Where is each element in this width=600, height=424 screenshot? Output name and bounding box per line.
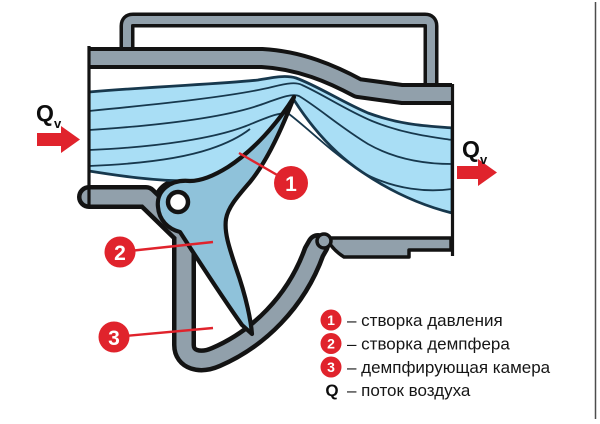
- legend-label-1: – створка давления: [347, 311, 503, 330]
- outlet-arrow-icon: [457, 159, 497, 186]
- legend-marker-2: 2: [327, 336, 335, 352]
- legend-item-q: Q – поток воздуха: [325, 381, 471, 400]
- callout-3-badge: [98, 321, 130, 353]
- legend-marker-q: Q: [325, 381, 338, 400]
- flap-assembly: [155, 94, 297, 337]
- legend: 1 – створка давления 2 – створка демпфер…: [320, 309, 551, 400]
- callout-2-badge: [104, 236, 136, 268]
- outlet-flow-group: Q v: [457, 136, 497, 186]
- callout-1-number: 1: [285, 173, 297, 196]
- inlet-flow-group: Q v: [36, 100, 80, 153]
- outlet-flow-subscript: v: [480, 152, 488, 167]
- legend-label-2: – створка демпфера: [347, 335, 510, 354]
- flap-body: [155, 94, 297, 337]
- legend-label-3: – демпфирующая камера: [347, 358, 551, 377]
- inlet-flow-subscript: v: [54, 116, 62, 131]
- callout-1-badge: [274, 166, 308, 200]
- streamline-1: [88, 82, 453, 141]
- legend-badge-1: [320, 309, 342, 331]
- streamline-2: [88, 94, 453, 165]
- pivot-hole: [165, 189, 191, 215]
- callout-3-number: 3: [108, 327, 120, 350]
- inlet-flow-label: Q: [36, 100, 54, 126]
- outlet-bottom-wall: [315, 232, 453, 259]
- callout-2-number: 2: [114, 242, 126, 265]
- legend-item-2: 2 – створка демпфера: [320, 333, 510, 354]
- duct-top-wall: [89, 47, 452, 105]
- streamline-4: [88, 128, 251, 167]
- legend-badge-3: [320, 356, 342, 378]
- chamber-wall-end-knob: [315, 232, 333, 250]
- legend-marker-1: 1: [327, 312, 335, 328]
- callout-2: 2: [104, 236, 214, 268]
- callout-1: 1: [238, 151, 308, 200]
- inlet-arrow-icon: [37, 126, 80, 153]
- legend-item-1: 1 – створка давления: [320, 309, 503, 331]
- legend-label-q: – поток воздуха: [347, 381, 471, 400]
- legend-badge-2: [320, 333, 342, 354]
- outlet-flow-label: Q: [462, 136, 480, 162]
- callout-3: 3: [98, 321, 214, 353]
- top-cover-box: [119, 12, 439, 88]
- legend-item-3: 3 – демпфирующая камера: [320, 356, 551, 378]
- legend-marker-3: 3: [327, 359, 335, 375]
